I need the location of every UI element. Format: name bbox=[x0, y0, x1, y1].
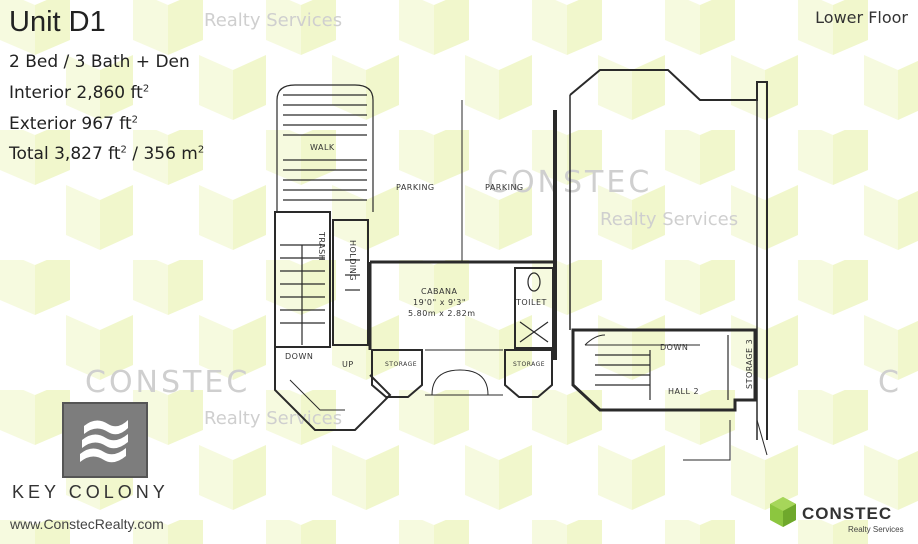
watermark-sub: Realty Services bbox=[204, 10, 343, 31]
beds-baths: 2 Bed / 3 Bath + Den bbox=[9, 52, 190, 72]
label-cabana: CABANA bbox=[421, 287, 458, 296]
label-storage: STORAGE bbox=[513, 361, 546, 368]
website-link[interactable]: www.ConstecRealty.com bbox=[10, 516, 164, 532]
label-walk: WALK bbox=[310, 143, 335, 152]
label-parking: PARKING bbox=[396, 183, 435, 192]
label-hall: HALL 2 bbox=[668, 387, 700, 396]
label-parking: PARKING bbox=[485, 183, 524, 192]
constec-name: CONSTEC bbox=[802, 504, 893, 523]
key-colony-logo bbox=[62, 402, 148, 478]
floor-label: Lower Floor bbox=[815, 8, 908, 27]
constec-sub: Realty Services bbox=[848, 525, 904, 534]
label-toilet: TOILET bbox=[516, 298, 547, 307]
total-area: Total 3,827 ft2 / 356 m2 bbox=[9, 144, 205, 164]
watermark-brand: CONSTEC bbox=[85, 365, 251, 400]
walk-outline bbox=[276, 84, 374, 212]
interior-area: Interior 2,860 ft2 bbox=[9, 83, 150, 103]
label-holding: HOLDING bbox=[348, 240, 357, 281]
label-up: UP bbox=[342, 360, 354, 369]
label-storage: STORAGE bbox=[385, 361, 418, 368]
unit-title: Unit D1 bbox=[9, 6, 106, 38]
watermark-brand-partial: C bbox=[878, 365, 902, 400]
label-cabana-dim-m: 5.80m x 2.82m bbox=[408, 309, 476, 318]
constec-hexagon-icon bbox=[770, 497, 796, 527]
label-down: DOWN bbox=[285, 352, 314, 361]
watermark-brand: CONSTEC bbox=[487, 165, 653, 200]
label-trash: TRASH bbox=[317, 232, 326, 262]
watermark-sub: Realty Services bbox=[600, 209, 739, 230]
label-down-right: DOWN bbox=[660, 343, 689, 352]
key-colony-name: KEY COLONY bbox=[12, 482, 169, 502]
waves-icon bbox=[80, 420, 128, 463]
label-cabana-dim-ft: 19'0" x 9'3" bbox=[413, 298, 467, 307]
exterior-area: Exterior 967 ft2 bbox=[9, 114, 139, 134]
